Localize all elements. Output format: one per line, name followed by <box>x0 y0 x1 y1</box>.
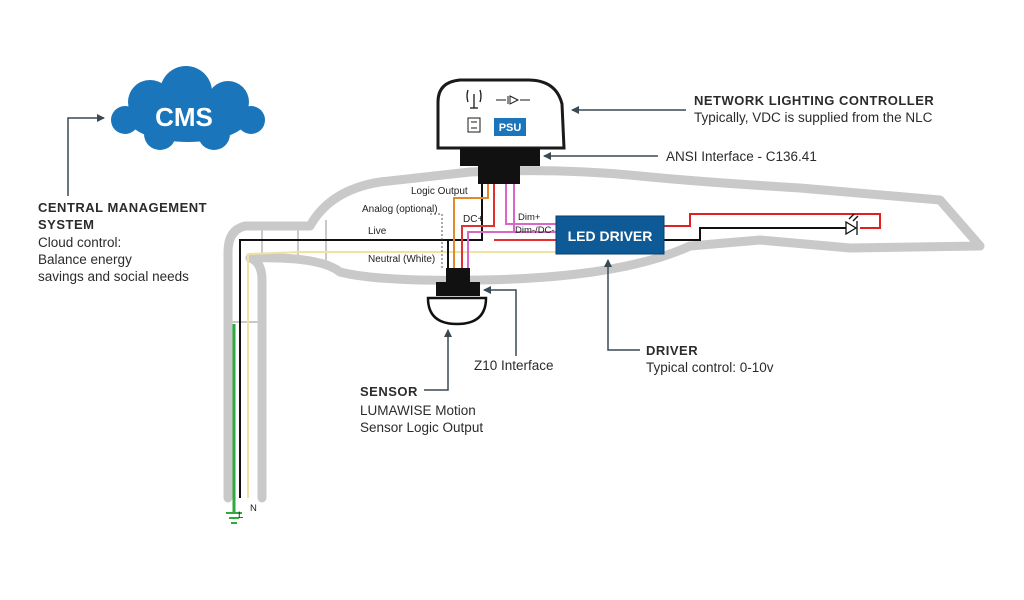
dim-plus-label: Dim+ <box>518 212 541 223</box>
cms-desc-line3: savings and social needs <box>38 269 189 284</box>
dc-plus-wire <box>461 184 495 268</box>
luminaire-arm-outline <box>245 166 985 285</box>
sensor <box>426 268 488 326</box>
nlc-desc: Typically, VDC is supplied from the NLC <box>694 110 933 125</box>
n-label: N <box>250 503 257 514</box>
relay-icon <box>467 117 481 133</box>
sensor-desc-line1: LUMAWISE Motion <box>360 403 476 418</box>
sensor-callout-line <box>424 329 452 391</box>
live-wire-driver <box>448 184 483 241</box>
nlc-dome <box>436 78 566 150</box>
cms-cloud-icon <box>111 66 265 150</box>
z10-label: Z10 Interface <box>474 358 554 373</box>
led-driver-box <box>555 215 665 255</box>
switch-symbol-icon <box>496 95 530 105</box>
analog-label: Analog (optional) <box>362 204 438 215</box>
driver-desc: Typical control: 0-10v <box>646 360 774 375</box>
wiring <box>232 184 881 512</box>
l-label: L <box>238 510 243 521</box>
cms-desc-line2: Balance energy <box>38 252 132 267</box>
dim-minus-label: Dim-/DC- <box>515 225 555 236</box>
led-driver-label: LED DRIVER <box>568 228 653 244</box>
driver-title: DRIVER <box>646 343 698 358</box>
cms-title-line2: SYSTEM <box>38 217 94 232</box>
driver-callout-line <box>604 259 640 351</box>
sensor-dome <box>426 296 488 326</box>
nlc-title: NETWORK LIGHTING CONTROLLER <box>694 93 934 108</box>
logic-output-label: Logic Output <box>411 186 468 197</box>
ground-icon <box>226 512 242 524</box>
ansi-socket <box>460 148 540 166</box>
pole-outer <box>223 221 255 503</box>
ansi-label: ANSI Interface - C136.41 <box>666 149 817 164</box>
dim-minus-sensor-wire <box>467 231 514 268</box>
cms-desc-line1: Cloud control: <box>38 235 121 250</box>
neutral-wire <box>247 251 556 498</box>
live-wire <box>239 239 449 498</box>
cms-callout-line <box>67 114 105 196</box>
sensor-base <box>436 282 480 296</box>
cms-title-line1: CENTRAL MANAGEMENT <box>38 200 207 215</box>
led-minus-wire <box>664 227 846 241</box>
pole-inner <box>245 253 267 503</box>
pole-housing <box>223 166 985 503</box>
led-plus-wire <box>664 213 881 229</box>
psu-box <box>494 118 526 136</box>
dc-plus-label: DC+ <box>463 214 483 225</box>
network-lighting-controller: PSU <box>436 78 566 184</box>
led-icon <box>845 213 859 236</box>
sensor-connector <box>446 268 470 282</box>
dim-plus-wire <box>505 184 556 225</box>
callout-lines <box>67 106 686 391</box>
logic-output-wire <box>453 184 489 268</box>
ansi-receptacle <box>478 166 520 184</box>
cms-label: CMS <box>155 102 213 132</box>
z10-callout-line <box>483 286 517 356</box>
antenna-icon <box>466 89 482 109</box>
neutral-label: Neutral (White) <box>368 254 435 265</box>
psu-label: PSU <box>499 122 522 134</box>
analog-wire <box>430 213 443 268</box>
pole-joint-marks <box>232 220 327 323</box>
sensor-title: SENSOR <box>360 384 418 399</box>
live-label: Live <box>368 226 387 237</box>
sensor-desc-line2: Sensor Logic Output <box>360 420 483 435</box>
